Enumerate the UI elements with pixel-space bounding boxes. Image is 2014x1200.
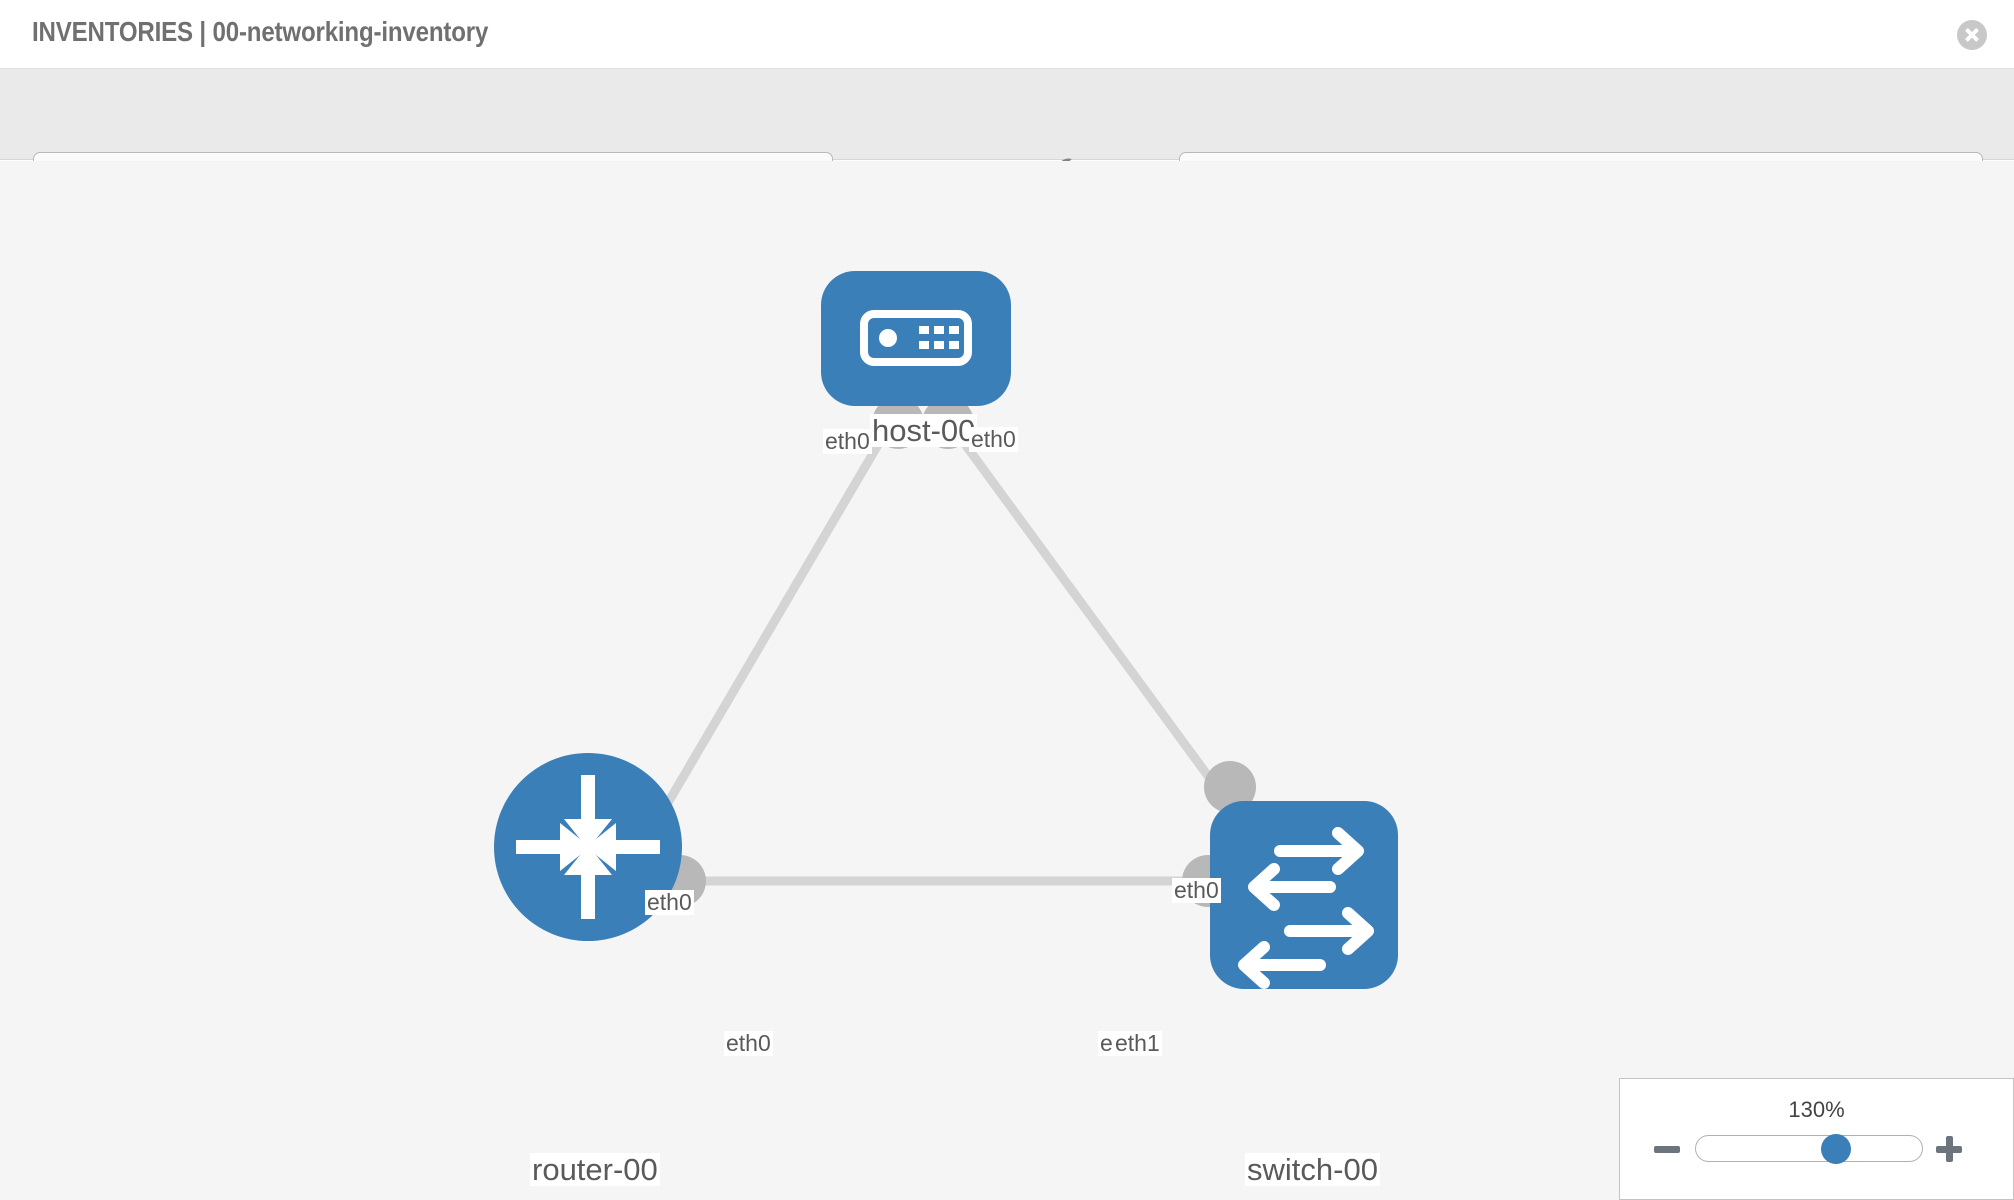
edge-label-switch00-to-host00: eth0 <box>1172 877 1221 903</box>
topology-canvas[interactable]: eth0 host-00 eth0 eth0 eth0 eth0 eth0 et… <box>0 161 2014 1200</box>
page-header: INVENTORIES | 00-networking-inventory <box>0 0 2014 69</box>
edge-host00-switch00[interactable] <box>944 418 1234 809</box>
edge-label-switch00-eth1: eth1 <box>1113 1030 1162 1056</box>
zoom-in-button[interactable] <box>1935 1135 1963 1163</box>
node-router-00[interactable] <box>494 753 682 941</box>
zoom-slider-thumb[interactable] <box>1821 1133 1852 1164</box>
server-device-icon <box>860 310 972 366</box>
node-host-00[interactable] <box>821 271 1011 406</box>
toolbar: ACTIONS SEARCH <box>0 69 2014 205</box>
node-switch-00[interactable] <box>1210 801 1398 989</box>
edge-group <box>621 418 1234 886</box>
node-label-router-00: router-00 <box>530 1152 660 1187</box>
zoom-out-button[interactable] <box>1653 1135 1681 1163</box>
zoom-slider[interactable] <box>1695 1133 1923 1164</box>
node-label-switch-00: switch-00 <box>1245 1152 1380 1187</box>
edge-label-host00-eth0-left: eth0 <box>823 428 872 454</box>
zoom-control-panel: 130% <box>1619 1078 2014 1200</box>
port-group <box>654 397 1256 907</box>
port-switch00-eth0[interactable] <box>1204 761 1256 813</box>
topology-graph <box>494 271 1398 989</box>
node-label-host-00: host-00 <box>870 413 978 448</box>
zoom-level-label: 130% <box>1788 1097 1845 1122</box>
switch-arrows-icon <box>1238 827 1374 989</box>
page-title: INVENTORIES | 00-networking-inventory <box>32 16 489 47</box>
edge-label-router00-to-host00: eth0 <box>645 889 694 915</box>
router-arrows-in-icon <box>516 775 660 919</box>
edge-label-router00-eth0: eth0 <box>724 1030 773 1056</box>
edge-label-host00-eth0-right: eth0 <box>969 426 1018 452</box>
close-icon[interactable] <box>1957 20 1987 50</box>
